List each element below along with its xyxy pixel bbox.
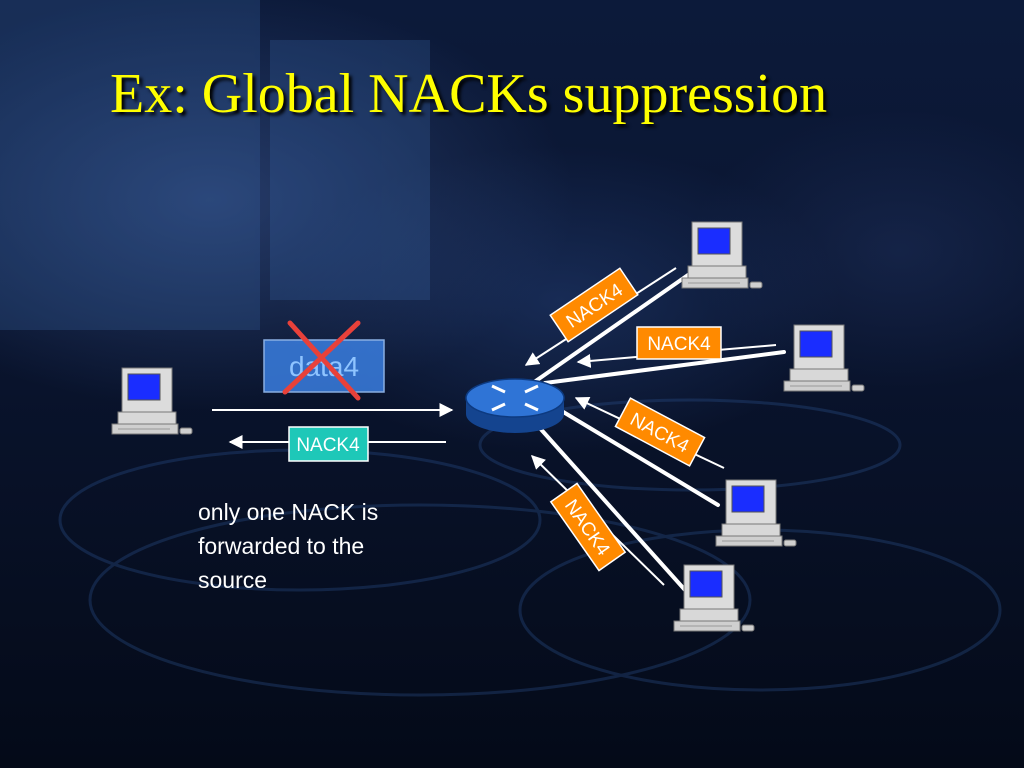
source-nack-label: NACK4: [296, 435, 360, 456]
source-nack-tag: NACK4: [288, 426, 369, 462]
link-receiver-4: [536, 424, 687, 592]
data-packet-box: data4: [263, 339, 385, 393]
strike-cross-icon: [282, 320, 361, 401]
link-receiver-3: [558, 408, 720, 507]
link-receiver-2: [543, 350, 786, 385]
caption-line: only one NACK is: [198, 499, 379, 525]
computer-icon: [111, 367, 193, 435]
receiver-nack-tag: NACK4: [636, 326, 722, 360]
background-wall: [270, 40, 430, 300]
computer-icon: [681, 221, 763, 289]
router-icon: [465, 378, 565, 433]
computer-icon: [673, 564, 755, 632]
caption-line: source: [198, 567, 268, 593]
receiver-nack-tag: NACK4: [614, 397, 706, 467]
background-wall: [0, 0, 260, 330]
caption-text: only one NACK is forwarded to the source: [198, 495, 438, 597]
link-receiver-1: [528, 273, 690, 387]
computer-icon: [715, 479, 797, 547]
receiver-nack-label: NACK4: [647, 334, 711, 355]
caption-line: forwarded to the: [198, 533, 365, 559]
receiver-nack-tag: NACK4: [549, 267, 639, 343]
computer-icon: [783, 324, 865, 392]
receiver-nack-tag: NACK4: [549, 482, 627, 572]
slide-title: Ex: Global NACKs suppression: [110, 63, 828, 125]
background-basket: [88, 503, 752, 697]
